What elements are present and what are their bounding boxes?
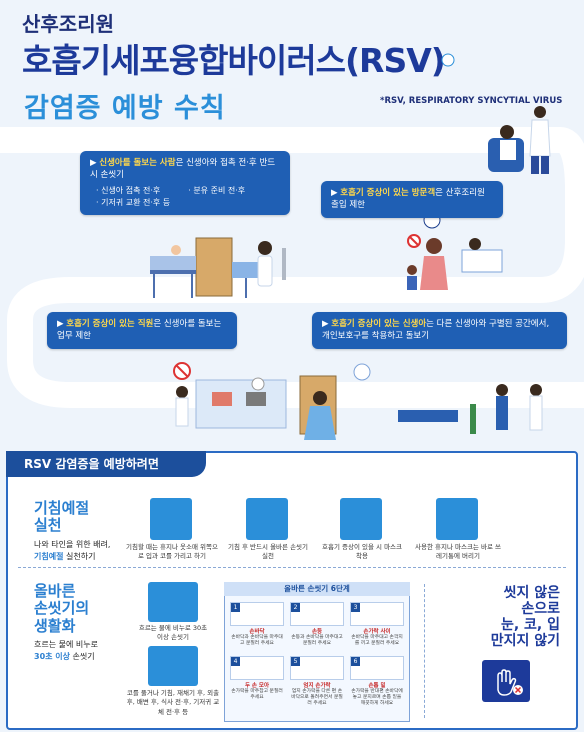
list-item: · 기저귀 교환 전·후 등 [96,197,171,207]
list-item: · 신생아 접촉 전·후· 분유 준비 전·후 [96,185,246,195]
etiquette-caption: 사용한 휴지나 마스크는 바로 쓰레기통에 버리기 [414,543,501,561]
bubble-caregiver-highlight: 신생아를 돌보는 사람 [99,158,176,168]
bubble-newborn: ▶ 호흡기 증상이 있는 신생아는 다른 신생아와 구별된 공간에서, 개인보호… [312,312,567,349]
handwash-step: 6 손톱 밑 손가락을 반대편 손바닥에 놓고 문지르며 손톱 밑을 깨끗하게 … [350,656,404,707]
bubble-staff-text: 은 신생아를 돌보는 업무 제한 [57,319,222,342]
divider [424,584,425,718]
no-face-touch-icon [482,660,530,702]
thumb-icon: 5 [290,656,344,680]
rsv-note: *RSV, RESPIRATORY SYNCYTIAL VIRUS [380,96,563,106]
bubble-caregiver: ▶ 신생아를 돌보는 사람은 신생아와 접촉 전·후 반드시 손씻기 · 신생아… [80,151,290,215]
etiquette-caption: 기침할 때는 휴지나 옷소매 위쪽으로 입과 코를 가리고 하기 [126,543,218,561]
isolation-room-illustration [173,362,543,440]
handwash-caption: 코를 풀거나 기침, 재채기 후, 외출 후, 배변 후, 식사 전·후, 기저… [126,689,220,716]
soap-handwash-icon [148,646,198,686]
illustration-scene [0,53,584,440]
handwash-step: 4 두 손 모아 손가락을 마주잡고 문질러주세요 [230,656,284,701]
bubble-staff-highlight: 호흡기 증상이 있는 직원 [66,319,154,329]
handwash-steps-title: 올바른 손씻기 6단계 [224,582,410,596]
back-of-hand-icon: 2 [290,602,344,626]
kicker-title: 산후조리원 [22,12,114,36]
bubble-visitor-highlight: 호흡기 증상이 있는 방문객 [340,188,436,198]
nails-icon: 6 [350,656,404,680]
etiquette-caption: 기침 후 반드시 올바른 손씻기 실천 [227,543,309,561]
sparkle-icon [441,53,455,67]
handwash-step: 2 손등 손등과 손바닥을 마주대고 문질러 주세요 [290,602,344,647]
hand-icon [497,669,523,696]
mother-illustration [488,106,551,174]
handwash-step: 5 엄지 손가락 엄지 손가락을 다른 편 손바닥으로 돌려주면서 문질러 주세… [290,656,344,707]
etiquette-caption: 호흡기 증상이 있을 시 마스크 착용 [321,543,403,561]
handwash-step: 1 손바닥 손바닥과 손바닥을 마주대고 문질러 주세요 [230,602,284,647]
subtitle: 감염증 예방 수칙 [24,93,226,124]
handwash-icon [246,498,288,540]
palm-icon: 1 [230,602,284,626]
bubble-newborn-highlight: 호흡기 증상이 있는 신생아 [331,319,427,329]
caregiver-list: · 신생아 접촉 전·후· 분유 준비 전·후 · 기저귀 교환 전·후 등 [90,185,280,209]
handwash-caption: 흐르는 물에 비누로 30초 이상 손씻기 [138,624,208,642]
no-touch-text: 씻지 않은 손으로 눈, 코, 입 만지지 않기 [490,585,560,650]
nursery-illustration [150,237,286,298]
handwash-step: 3 손가락 사이 손바닥을 마주대고 손깍지를 끼고 문질러 주세요 [350,602,404,647]
timer-handwash-icon [148,582,198,622]
etiquette-desc: 나와 타인을 위한 배려,기침예절 실천하기 [34,539,111,561]
prevention-header: RSV 감염증을 예방하려면 [6,451,206,477]
warning-icon: ▶ [57,319,67,329]
trash-bin-icon [436,498,478,540]
warning-icon: ▶ [90,158,100,168]
mask-icon [340,498,382,540]
fingertips-icon: 4 [230,656,284,680]
elbow-cough-icon [150,498,192,540]
bubble-newborn-text: 는 다른 신생아와 구별된 공간에서, 개인보호구를 착용하고 돌보기 [322,319,550,342]
warning-icon: ▶ [331,188,341,198]
bubble-visitor: ▶ 호흡기 증상이 있는 방문객은 산후조리원 출입 제한 [321,181,503,218]
between-fingers-icon: 3 [350,602,404,626]
bubble-staff: ▶ 호흡기 증상이 있는 직원은 신생아를 돌보는 업무 제한 [47,312,237,349]
bubble-visitor-text: 은 산후조리원 출입 제한 [331,188,485,211]
bubble-caregiver-text: 은 신생아와 접촉 전·후 반드시 손씻기 [90,158,276,181]
divider [18,567,566,568]
main-title: 호흡기세포융합바이러스(RSV) [22,41,446,80]
warning-icon: ▶ [322,319,332,329]
